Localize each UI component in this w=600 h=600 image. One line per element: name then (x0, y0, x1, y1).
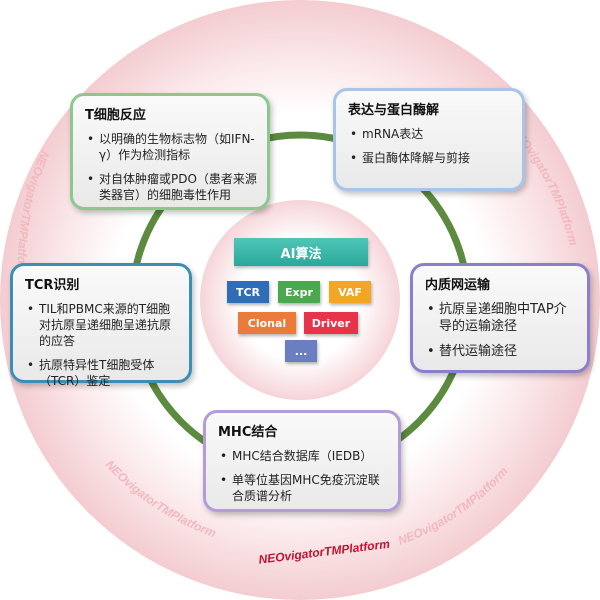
clonal-feature-chip: Clonal (238, 312, 296, 334)
list-item: 抗原特异性T细胞受体（TCR）鉴定 (27, 357, 179, 389)
list-item: 蛋白酶体降解与剪接 (350, 150, 512, 166)
tcr-recognition-list: TIL和PBMC来源的T细胞对抗原呈递细胞呈递抗原的应答 抗原特异性T细胞受体（… (25, 301, 179, 389)
vaf-feature-chip: VAF (329, 281, 371, 303)
expression-proteolysis-list: mRNA表达 蛋白酶体降解与剪接 (348, 126, 512, 166)
list-item: TIL和PBMC来源的T细胞对抗原呈递细胞呈递抗原的应答 (27, 301, 179, 349)
er-transport-list: 抗原呈递细胞中TAP介导的运输途径 替代运输途径 (425, 301, 577, 360)
expression-proteolysis-card: 表达与蛋白酶解 mRNA表达 蛋白酶体降解与剪接 (333, 88, 525, 191)
er-transport-card: 内质网运输 抗原呈递细胞中TAP介导的运输途径 替代运输途径 (410, 263, 590, 373)
expression-proteolysis-title: 表达与蛋白酶解 (348, 103, 440, 118)
tcr-recognition-card: TCR识别 TIL和PBMC来源的T细胞对抗原呈递细胞呈递抗原的应答 抗原特异性… (10, 263, 192, 388)
t-cell-response-title: T细胞反应 (85, 108, 146, 123)
list-item: MHC结合数据库（IEDB） (220, 448, 388, 464)
ai-algorithm-label: AI算法 (234, 238, 368, 266)
list-item: 抗原呈递细胞中TAP介导的运输途径 (427, 301, 577, 335)
list-item: 单等位基因MHC免疫沉淀联合质谱分析 (220, 472, 388, 504)
tcr-feature-chip: TCR (227, 281, 269, 303)
mhc-binding-card: MHC结合 MHC结合数据库（IEDB） 单等位基因MHC免疫沉淀联合质谱分析 (203, 410, 401, 512)
er-transport-title: 内质网运输 (425, 278, 491, 293)
driver-feature-chip: Driver (304, 312, 358, 334)
list-item: mRNA表达 (350, 126, 512, 142)
more-features-chip: ... (285, 340, 317, 362)
t-cell-response-card: T细胞反应 以明确的生物标志物（如IFN-γ）作为检测指标 对自体肿瘤或PDO（… (70, 93, 270, 210)
expr-feature-chip: Expr (278, 281, 320, 303)
tcr-recognition-title: TCR识别 (25, 278, 80, 293)
mhc-binding-title: MHC结合 (218, 425, 278, 440)
list-item: 对自体肿瘤或PDO（患者来源类器官）的细胞毒性作用 (87, 171, 257, 203)
mhc-binding-list: MHC结合数据库（IEDB） 单等位基因MHC免疫沉淀联合质谱分析 (218, 448, 388, 504)
list-item: 以明确的生物标志物（如IFN-γ）作为检测指标 (87, 131, 257, 163)
list-item: 替代运输途径 (427, 343, 577, 360)
t-cell-response-list: 以明确的生物标志物（如IFN-γ）作为检测指标 对自体肿瘤或PDO（患者来源类器… (85, 131, 257, 203)
